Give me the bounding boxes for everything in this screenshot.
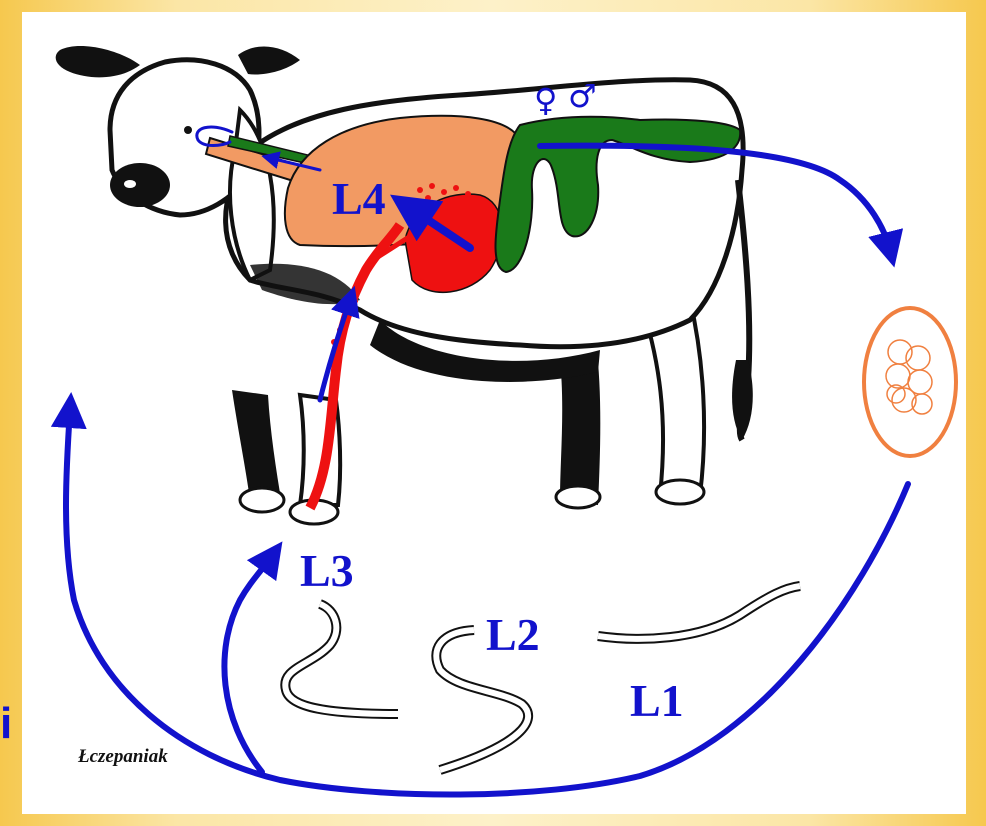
cow-tail-tuft — [732, 360, 753, 440]
cow-hoof — [556, 486, 600, 508]
cow-hind-leg-left — [560, 360, 600, 505]
label-l3: L3 — [300, 548, 354, 594]
cow-muzzle — [110, 163, 170, 207]
egg — [864, 308, 956, 456]
egg-shell — [864, 308, 956, 456]
larvae — [285, 586, 800, 770]
label-l2: L2 — [486, 612, 540, 658]
cow-hoof — [656, 480, 704, 504]
cow-hoof — [240, 488, 284, 512]
arrow-pasture-to-l3 — [224, 556, 272, 772]
larva-l3 — [285, 604, 398, 714]
arrow-egg-to-pasture — [66, 410, 908, 795]
edge-character: i — [0, 702, 12, 746]
egg-morula — [886, 340, 932, 414]
female-symbol: ♀ — [534, 84, 557, 116]
larva-l3-inner — [285, 604, 398, 714]
cow-nostril — [124, 180, 136, 188]
cow-ear-right — [238, 46, 300, 74]
artist-signature: Łczepaniak — [78, 746, 168, 768]
larva-l1-inner — [598, 586, 800, 639]
label-l1: L1 — [630, 678, 684, 724]
label-l4: L4 — [332, 176, 386, 222]
male-symbol: ♂ — [568, 80, 597, 112]
cow-eye — [184, 126, 192, 134]
cow-ear-left — [56, 46, 140, 77]
